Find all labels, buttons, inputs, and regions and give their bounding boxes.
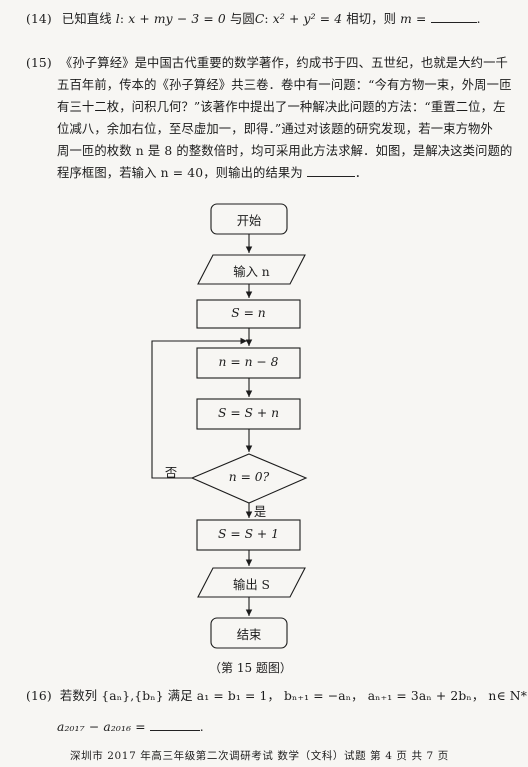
q16-number: (16) [26, 689, 52, 703]
q16-condition: 若数列 {aₙ},{bₙ} 满足 a₁ = b₁ = 1， bₙ₊₁ = −aₙ… [59, 689, 528, 703]
flow-input-box [197, 254, 306, 285]
q14-variable: m [400, 12, 412, 26]
q14-circle-name: C [254, 12, 265, 26]
q14-line-equation: x + my − 3 = 0 [128, 12, 226, 26]
flow-increment-label: S = S + 1 [218, 527, 279, 541]
q15-line-5: 周一匝的枚数 n 是 8 的整数倍时，均可采用此方法求解．如图，是解决这类问题的 [57, 144, 513, 158]
q15-answer-blank[interactable] [306, 165, 355, 177]
q16-line-2: a₂₀₁₇ − a₂₀₁₆ = . [57, 719, 204, 734]
q16-line-1: (16) 若数列 {aₙ},{bₙ} 满足 a₁ = b₁ = 1， bₙ₊₁ … [26, 686, 528, 704]
flow-output-label: 输出 S [233, 578, 270, 592]
flow-end-label: 结束 [236, 628, 262, 642]
flow-no-label: 否 [164, 466, 178, 480]
q14-circle-equation: x² + y² = 4 [272, 12, 343, 26]
flow-decrement-label: n = n − 8 [218, 355, 279, 369]
q14-colon2: : [264, 12, 269, 26]
flow-output-box [197, 567, 306, 598]
q15-number: (15) [26, 56, 52, 70]
q14-number: (14) [26, 12, 52, 26]
flow-start-label: 开始 [236, 214, 262, 228]
q16-expression: a₂₀₁₇ − a₂₀₁₆ = [57, 720, 146, 734]
figure-caption: （第 15 题图） [209, 661, 292, 675]
flow-end-box [210, 617, 288, 649]
q15-line-3: 有三十二枚，问积几何？”该著作中提出了一种解决此问题的方法：“重置二位，左 [57, 100, 506, 114]
q14-equal-sign: = [416, 12, 427, 26]
q14-colon1: : [119, 12, 125, 26]
q14-line: (14) 已知直线 l: x + my − 3 = 0 与圆C: x² + y²… [26, 11, 481, 26]
q15-last-line: 程序框图，若输入 n = 40，则输出的结果为 [57, 166, 303, 180]
q16-answer-blank[interactable] [149, 719, 200, 731]
q14-text-pre: 已知直线 [61, 12, 112, 26]
q14-line-name: l [115, 12, 120, 26]
flow-yes-label: 是 [253, 505, 267, 519]
flow-input-label: 输入 n [233, 265, 270, 279]
q15-line-2: 五百年前，传本的《孙子算经》共三卷．卷中有一问题：“今有方物一束，外周一匝 [57, 78, 512, 92]
q15-last-end: ． [354, 166, 368, 180]
flow-condition-label: n = 0? [228, 470, 270, 484]
q15-line-6: 程序框图，若输入 n = 40，则输出的结果为 ． [57, 163, 367, 181]
q14-text-post: 相切，则 [346, 12, 397, 26]
page-footer: 深圳市 2017 年高三年级第二次调研考试 数学（文科）试题 第 4 页 共 7… [70, 750, 449, 762]
q14-answer-blank[interactable] [430, 11, 477, 23]
q15-text-line: 《孙子算经》是中国古代重要的数学著作，约成书于四、五世纪，也就是大约一千 [59, 56, 508, 70]
q15-line-4: 位减八，余加右位，至尽虚加一，即得．”通过对该题的研究发现，若一束方物外 [57, 122, 493, 136]
q15-line-1: (15) 《孙子算经》是中国古代重要的数学著作，约成书于四、五世纪，也就是大约一… [26, 53, 508, 71]
flow-assign-label: S = n [231, 306, 266, 320]
flow-accumulate-label: S = S + n [217, 406, 279, 420]
q16-line2-end: . [199, 720, 204, 734]
q14-text-mid: 与圆 [229, 12, 255, 26]
